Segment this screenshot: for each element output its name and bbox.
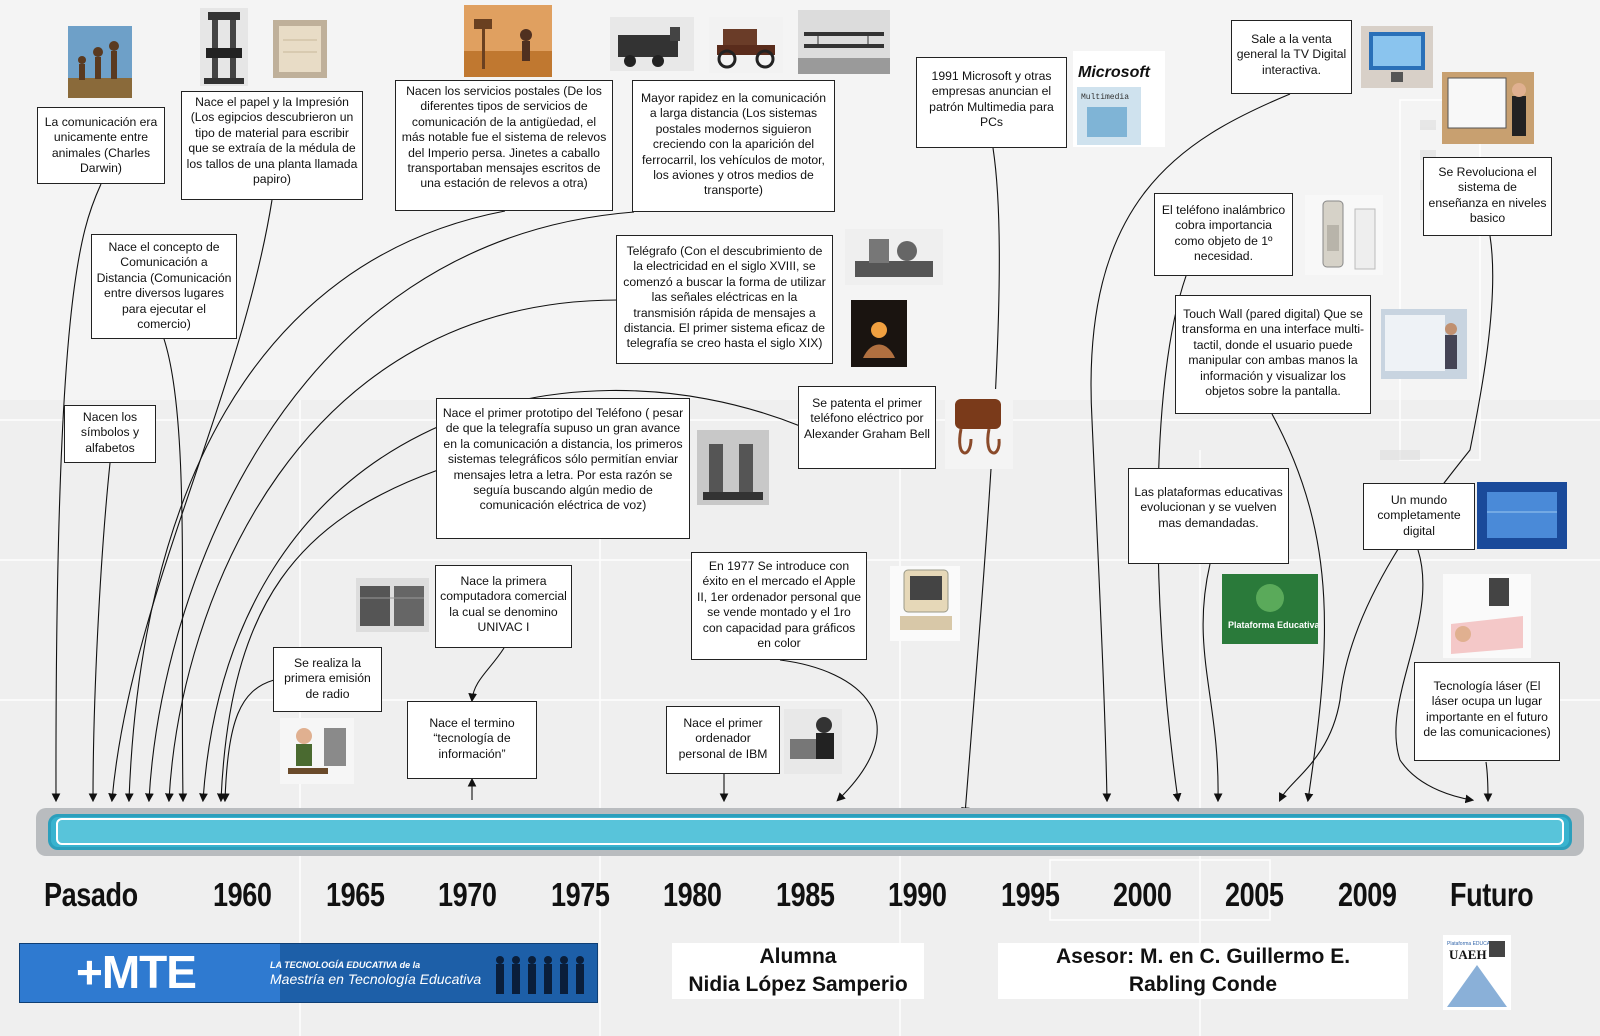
- train-image: [610, 17, 694, 71]
- ibm-pc-image: [784, 709, 842, 774]
- alumna-name: Nidia López Samperio: [688, 973, 908, 996]
- timeline-label-1960: 1960: [213, 876, 272, 913]
- timeline-label-1965: 1965: [326, 876, 385, 913]
- event-bell: Se patenta el primer teléfono eléctrico …: [798, 386, 936, 469]
- event-simbolos: Nacen los símbolos y alfabetos: [64, 405, 156, 463]
- event-postal: Nacen los servicios postales (De los dif…: [395, 80, 613, 211]
- timeline-label-2005: 2005: [1225, 876, 1284, 913]
- event-darwin: La comunicación era unicamente entre ani…: [37, 107, 165, 184]
- plataforma-educativa-image: Plataforma Educativa: [1222, 574, 1318, 644]
- timeline-label-1970: 1970: [438, 876, 497, 913]
- microsoft-logo-text: Microsoft: [1078, 64, 1151, 81]
- asesor-line2: Rabling Conde: [1128, 973, 1278, 996]
- timeline-bar-core: [56, 818, 1564, 845]
- radio-operator-image: [280, 718, 354, 784]
- mte-banner-line1: LA TECNOLOGÍA EDUCATIVA de la: [270, 960, 421, 970]
- timeline-label-1995: 1995: [1001, 876, 1060, 913]
- mte-banner-left: [20, 944, 280, 1002]
- event-radio: Se realiza la primera emisión de radio: [273, 647, 382, 712]
- airplane-image: [798, 10, 890, 74]
- multimedia-text: Multimedia: [1081, 93, 1129, 102]
- asesor-line1: Asesor: M. en C. Guillermo E.: [1055, 945, 1351, 968]
- timeline-label-1980: 1980: [663, 876, 722, 913]
- event-inalambrico: El teléfono inalámbrico cobra importanci…: [1154, 193, 1293, 276]
- car-image: [709, 17, 783, 73]
- mte-logo-text: +MTE: [76, 946, 197, 998]
- electricity-hands-image: [851, 300, 907, 367]
- alumna-label: Alumna: [759, 945, 837, 968]
- event-microsoft: 1991 Microsoft y otras empresas anuncian…: [916, 57, 1067, 148]
- event-ti: Nace el termino “tecnología de informaci…: [407, 701, 537, 779]
- timeline-label-1975: 1975: [551, 876, 610, 913]
- event-prototipo: Nace el primer prototipo del Teléfono ( …: [436, 398, 690, 539]
- event-telegrafo: Telégrafo (Con el descubrimiento de la e…: [616, 235, 833, 364]
- timeline-label-1990: 1990: [888, 876, 947, 913]
- alumna-block: Alumna Nidia López Samperio: [672, 943, 924, 999]
- uaeh-logo: Plataforma EDUCATIVA UAEH: [1443, 935, 1511, 1010]
- event-digital: Un mundo completamente digital: [1363, 483, 1475, 550]
- postal-image: [464, 5, 552, 77]
- mte-banner: +MTE LA TECNOLOGÍA EDUCATIVA de la Maest…: [19, 943, 598, 1003]
- timeline-label-1985: 1985: [776, 876, 835, 913]
- event-papiro: Nace el papel y la Impresión (Los egipci…: [181, 91, 363, 200]
- printing-press-image: [200, 8, 248, 86]
- event-ibm: Nace el primer ordenador personal de IBM: [666, 706, 780, 774]
- timeline-label-futuro: Futuro: [1450, 876, 1534, 913]
- asesor-block: Asesor: M. en C. Guillermo E. Rabling Co…: [998, 943, 1408, 999]
- event-tvdigital: Sale a la venta general la TV Digital in…: [1231, 20, 1352, 94]
- event-rapidez: Mayor rapidez en la comunicación a larga…: [632, 80, 835, 212]
- cordless-phone-image: [1305, 195, 1383, 275]
- evolution-image: [68, 26, 132, 98]
- timeline-label-2009: 2009: [1338, 876, 1397, 913]
- microsoft-multimedia-image: Microsoft Multimedia: [1073, 51, 1165, 147]
- event-distancia: Nace el concepto de Comunicación a Dista…: [91, 234, 237, 339]
- people-silhouettes: [496, 956, 584, 994]
- timeline-label-2000: 2000: [1113, 876, 1172, 913]
- event-plataformas: Las plataformas educativas evolucionan y…: [1128, 468, 1289, 564]
- tv-digital-image: [1361, 26, 1433, 88]
- uaeh-small-text: Plataforma EDUCATIVA: [1447, 941, 1501, 947]
- mte-banner-line2: Maestría en Tecnología Educativa: [270, 971, 482, 987]
- apple-ii-image: [890, 566, 960, 641]
- laser-keyboard-image: [1443, 574, 1531, 658]
- event-ensenanza: Se Revoluciona el sistema de enseñanza e…: [1423, 157, 1552, 236]
- event-laser: Tecnología láser (El láser ocupa un luga…: [1414, 662, 1560, 761]
- papyrus-image: [273, 20, 327, 78]
- event-apple: En 1977 Se introduce con éxito en el mer…: [691, 552, 867, 660]
- telephone-prototype-image: [697, 430, 769, 505]
- univac-image: [356, 578, 429, 632]
- touch-wall-image: [1381, 309, 1467, 379]
- timeline-label-pasado: Pasado: [44, 876, 138, 913]
- telegraph-machine-image: [845, 229, 943, 285]
- bell-telephone-image: [945, 389, 1013, 469]
- plataforma-logo-text: Plataforma Educativa: [1228, 620, 1318, 630]
- digital-world-image: [1477, 482, 1567, 549]
- event-univac: Nace la primera computadora comercial la…: [435, 565, 572, 648]
- uaeh-text: UAEH: [1449, 947, 1487, 962]
- classroom-board-image: [1442, 72, 1534, 144]
- event-touchwall: Touch Wall (pared digital) Que se transf…: [1175, 295, 1371, 414]
